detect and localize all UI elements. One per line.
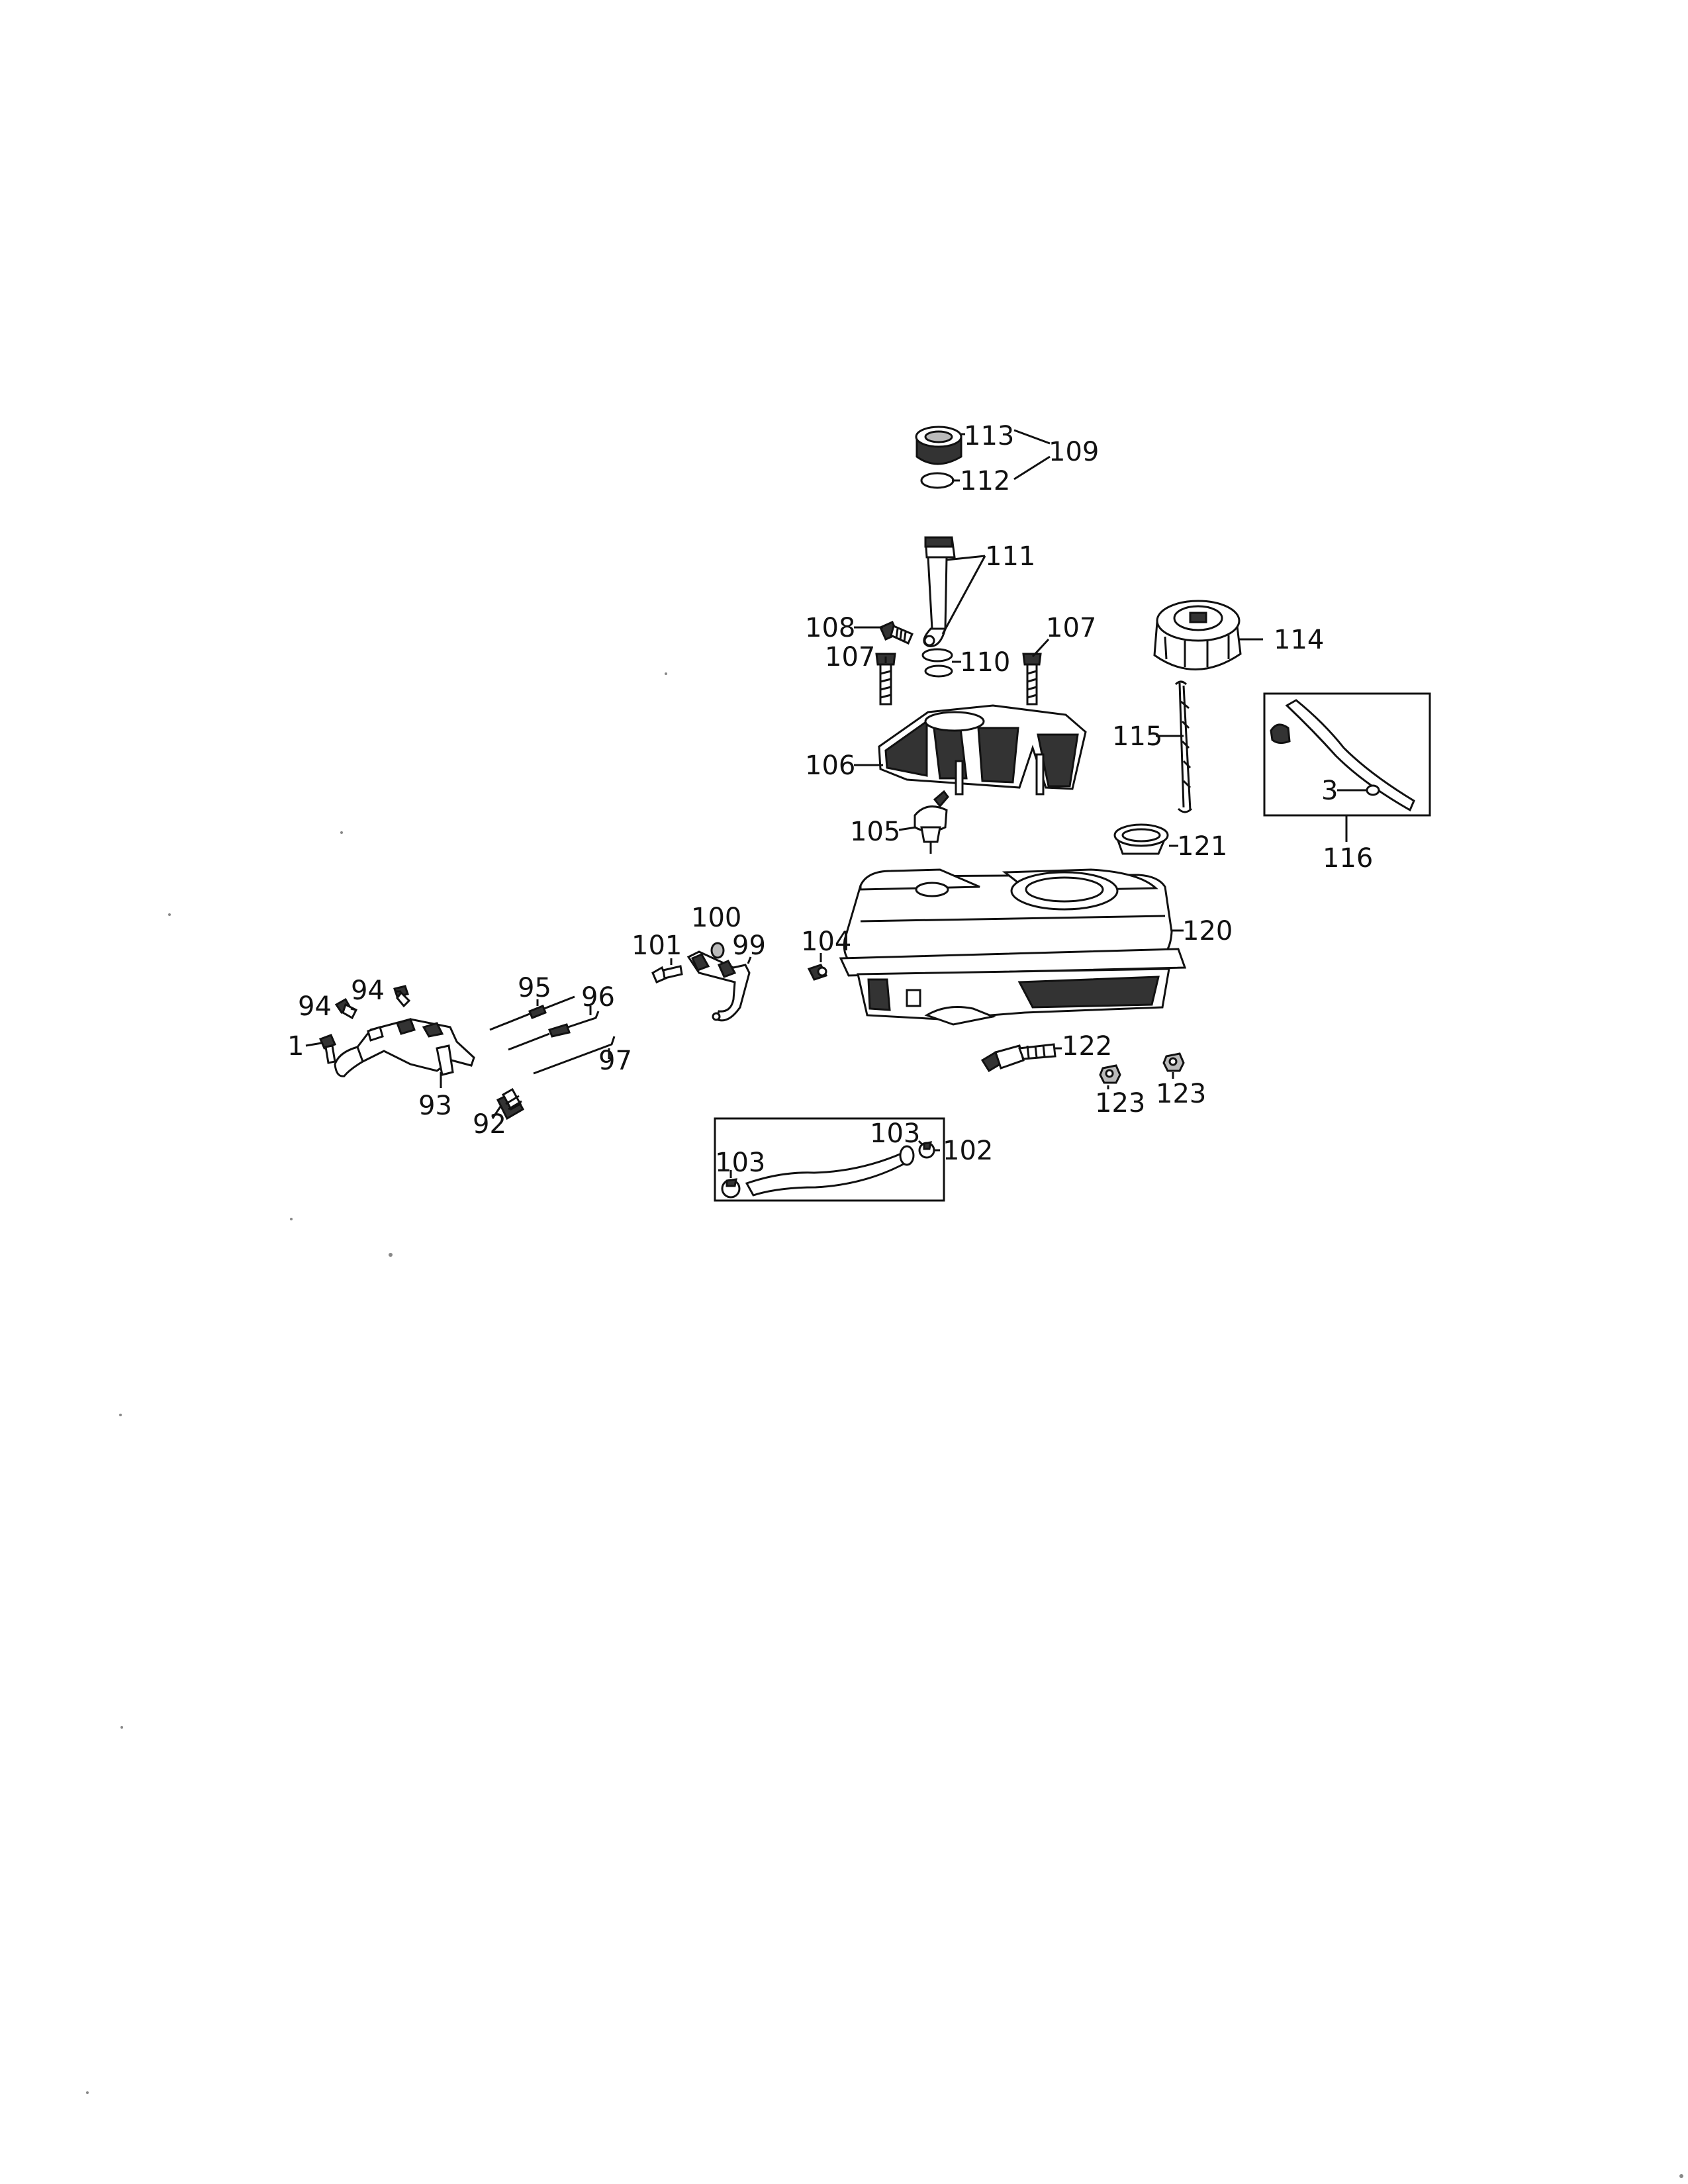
dipstick-cap-113 [915,426,962,465]
callout-110: 110 [960,647,1010,678]
callout-116: 116 [1323,843,1373,874]
callout-99: 99 [732,931,766,961]
bolt-1 [319,1034,336,1064]
scan-specks [86,672,1683,2178]
washer-100 [710,942,725,959]
callout-96: 96 [581,982,615,1013]
callout-120: 120 [1182,916,1233,946]
callout-101: 101 [632,931,682,961]
callout-97: 97 [598,1046,632,1076]
drain-plug-122 [980,1043,1056,1073]
callout-123-left: 123 [1095,1088,1145,1118]
nut-123-right [1162,1052,1185,1072]
fuel-cap-114 [1153,600,1242,670]
callout-102: 102 [943,1136,993,1166]
rod-97 [533,1036,616,1075]
clamp-103-left [721,1178,741,1199]
callout-115: 115 [1112,721,1162,752]
clip-3 [1366,784,1380,796]
callout-94-left: 94 [298,991,332,1022]
callout-92: 92 [473,1109,506,1140]
callout-108: 108 [805,613,855,643]
callout-122: 122 [1062,1031,1112,1062]
callout-121: 121 [1177,831,1227,862]
dipstick-tube-111 [923,536,956,647]
o-ring-112 [920,472,955,489]
fuel-hose-116 [1270,699,1415,812]
fuel-tank-120 [839,868,1187,1026]
callout-103-right: 103 [870,1118,920,1149]
callout-123-right: 123 [1156,1079,1206,1109]
callout-112: 112 [960,466,1010,496]
callout-107-left: 107 [825,642,875,672]
bolt-108 [879,621,914,645]
callout-103-left: 103 [715,1148,765,1178]
o-ring-110 [921,648,953,678]
callout-104: 104 [801,927,851,957]
callout-106: 106 [805,751,855,781]
callout-107-right: 107 [1046,613,1096,643]
fuel-line-102 [745,1145,915,1197]
fuel-valve-105 [914,790,949,854]
bracket-99 [686,950,751,1022]
fuel-filter-121 [1113,823,1169,855]
callout-100: 100 [691,903,741,933]
retainer-chain-115 [1174,680,1193,813]
spring-95 [489,995,575,1031]
grommet-92 [496,1087,525,1120]
bolt-104 [807,964,828,981]
callout-114: 114 [1274,625,1324,655]
tank-cover-106 [878,704,1087,796]
callout-105: 105 [850,817,900,847]
leader-lines [305,429,1366,1178]
callout-111: 111 [985,541,1035,572]
governor-lever-93 [334,1018,475,1077]
callout-95: 95 [518,973,551,1003]
hose-kit-box-102 [714,1117,945,1202]
callout-3: 3 [1321,776,1338,806]
callout-109: 109 [1049,437,1099,467]
bolt-107-right [1022,653,1042,705]
callout-93: 93 [418,1091,452,1121]
spring-96 [508,1011,600,1051]
bolt-94-right [393,985,411,1008]
bolt-101 [651,965,683,983]
callout-1: 1 [287,1031,304,1062]
callout-94-right: 94 [351,976,385,1006]
callout-113: 113 [964,421,1014,451]
nut-123-left [1099,1064,1121,1084]
clamp-103-right [918,1141,935,1159]
